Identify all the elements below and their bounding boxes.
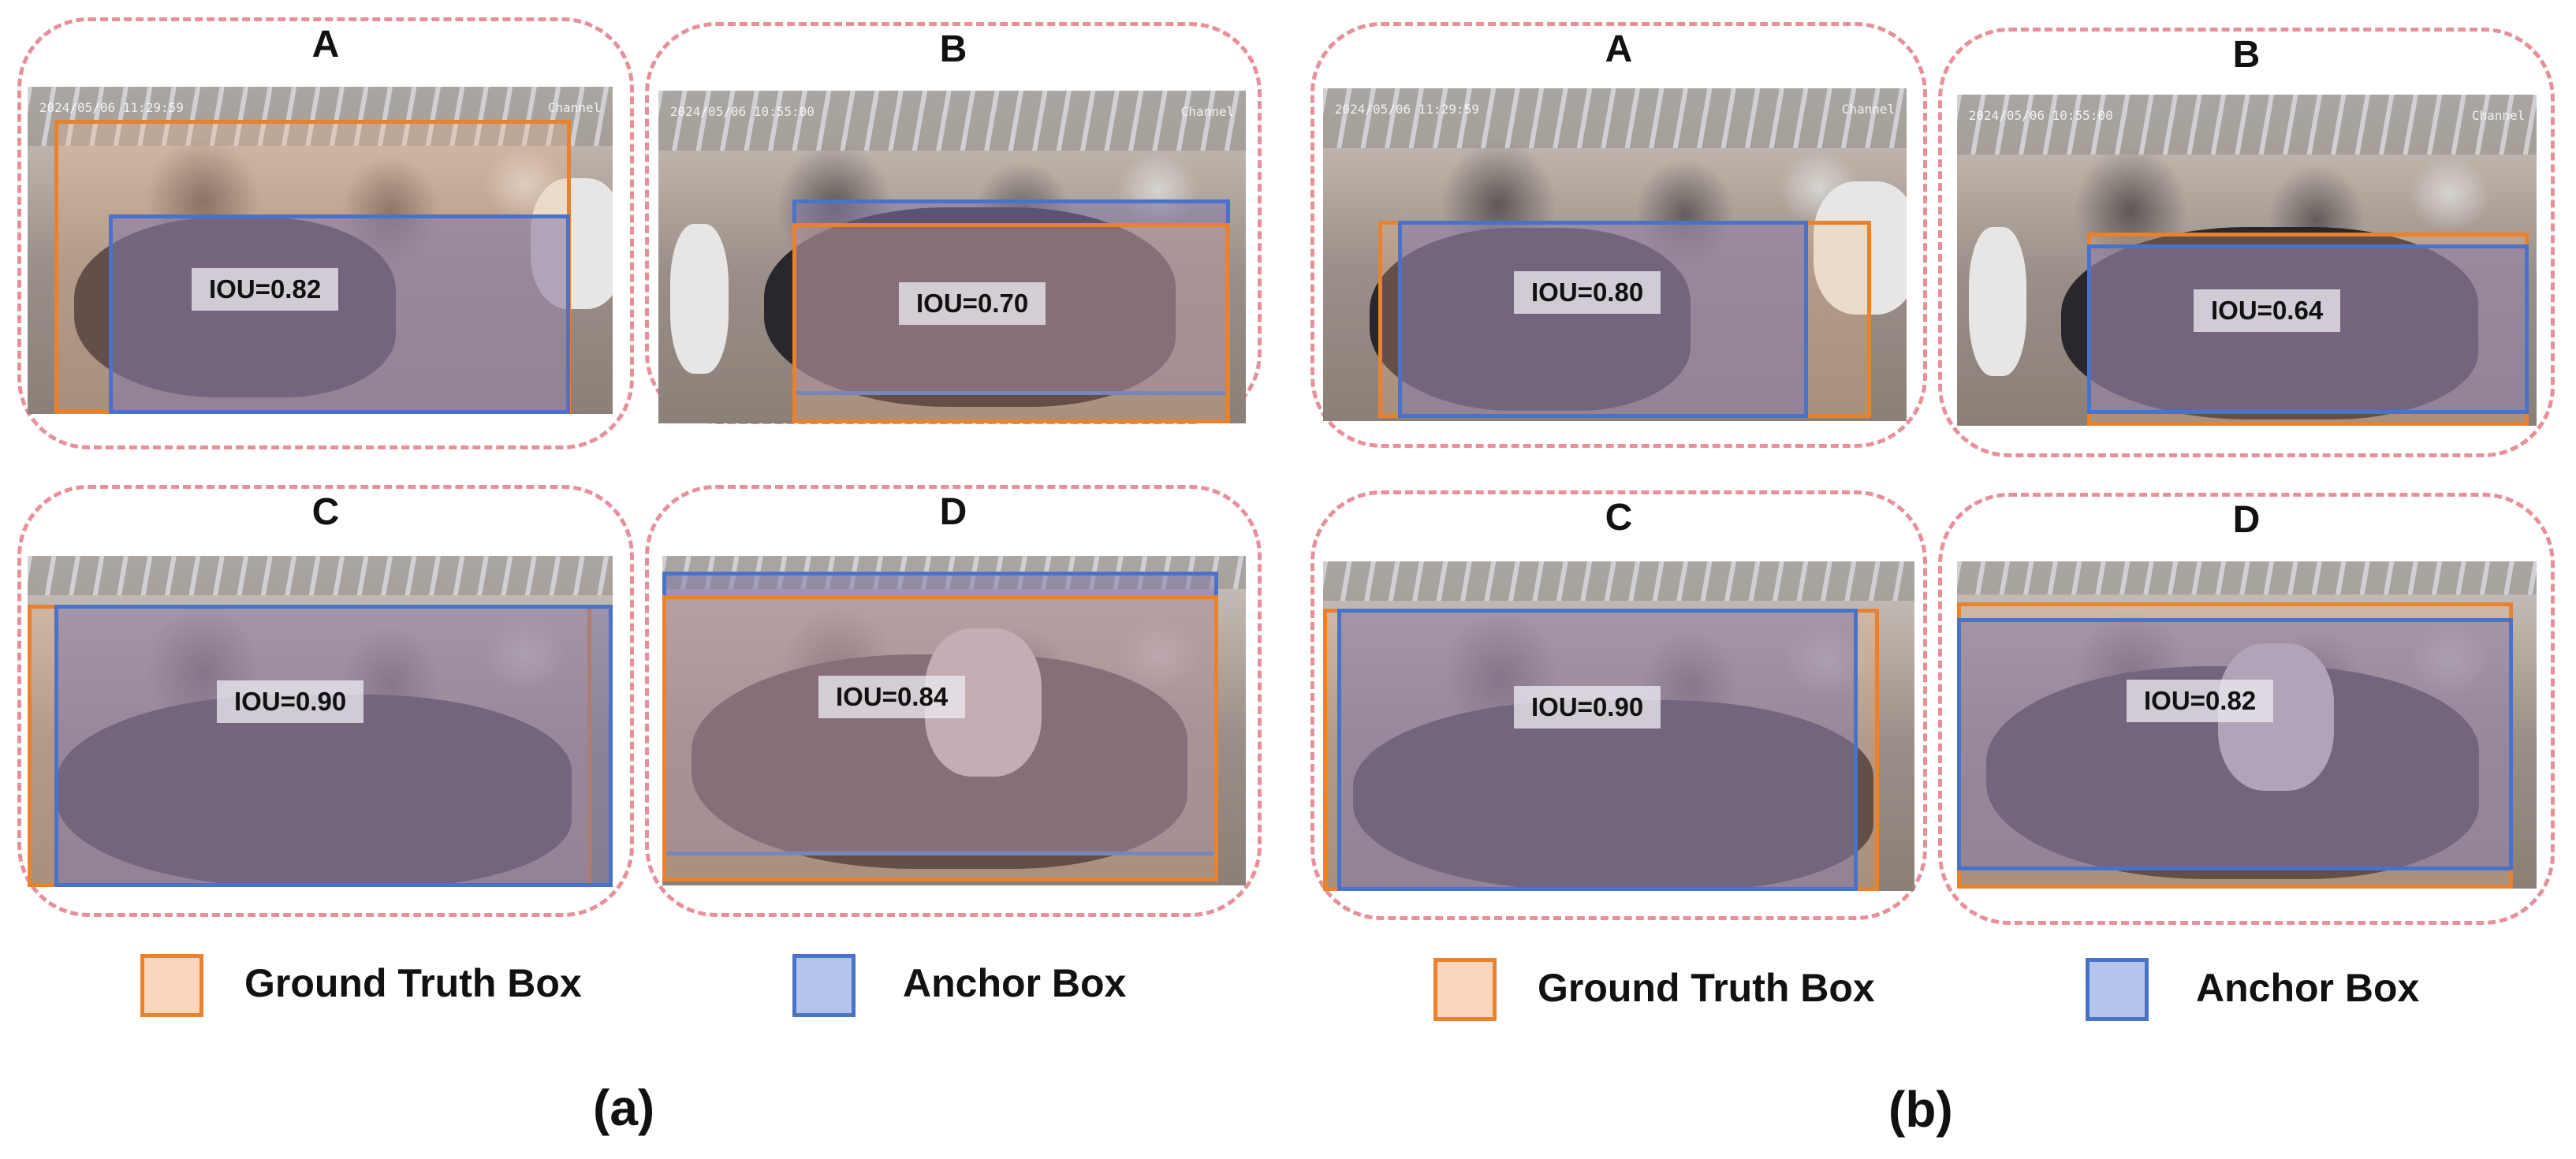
iou-label: IOU=0.90 — [217, 680, 364, 723]
panel-label: B — [2232, 34, 2261, 76]
anchor-box — [1957, 618, 2513, 870]
iou-label: IOU=0.80 — [1514, 271, 1661, 314]
anchor-box — [2087, 244, 2529, 414]
panel-label: A — [311, 24, 340, 65]
cow-photo: 2024/05/06 11:29:59 Channel IOU=0.82 — [28, 87, 613, 414]
iou-label: IOU=0.82 — [192, 268, 339, 311]
panel-d: D — [645, 485, 1262, 917]
figure-a: A 2024/05/06 11:29:59 Channel IOU=0.82 B… — [17, 17, 1262, 1136]
ground-truth-box — [662, 595, 1218, 881]
cow-photo: IOU=0.90 — [1323, 561, 1914, 891]
panel-label: C — [311, 491, 340, 533]
iou-label: IOU=0.82 — [2127, 680, 2274, 722]
cow-photo: IOU=0.82 — [1957, 561, 2537, 889]
panel-a: A — [1310, 22, 1927, 448]
cow-photo: 2024/05/06 11:29:59 Channel IOU=0.80 — [1323, 88, 1907, 421]
timestamp: 2024/05/06 10:55:00 — [669, 103, 815, 119]
timestamp: 2024/05/06 10:55:00 — [1968, 107, 2113, 123]
panel-d: D — [1938, 493, 2555, 925]
timestamp: 2024/05/06 11:29:59 — [1334, 101, 1479, 117]
iou-label: IOU=0.70 — [899, 282, 1046, 325]
anchor-legend-label: Anchor Box — [2196, 966, 2420, 1010]
panel-label: D — [2232, 499, 2261, 541]
anchor-legend-label: Anchor Box — [903, 961, 1127, 1005]
anchor-legend-swatch — [792, 954, 856, 1017]
cow-photo: IOU=0.84 — [662, 556, 1246, 885]
ground-truth-legend-label: Ground Truth Box — [244, 961, 582, 1005]
ground-truth-legend-swatch — [1433, 958, 1497, 1021]
anchor-box — [1337, 609, 1858, 891]
panel-c: C — [1310, 490, 1927, 920]
figure-caption: (a) — [593, 1079, 655, 1136]
iou-label: IOU=0.84 — [818, 676, 966, 718]
anchor-box — [109, 214, 570, 414]
channel-label: Channel — [2471, 107, 2526, 123]
channel-label: Channel — [1841, 101, 1896, 117]
timestamp: 2024/05/06 11:29:59 — [39, 99, 184, 115]
channel-label: Channel — [1180, 103, 1235, 119]
channel-label: Channel — [547, 99, 602, 115]
cow-photo: IOU=0.90 — [28, 556, 613, 887]
panel-a: A — [17, 17, 634, 449]
panel-label: A — [1605, 28, 1633, 70]
panel-b: B — [1938, 28, 2555, 457]
anchor-legend-swatch — [2086, 958, 2149, 1021]
panel-label: C — [1605, 497, 1633, 539]
iou-label: IOU=0.90 — [1514, 686, 1661, 729]
ground-truth-legend-label: Ground Truth Box — [1538, 966, 1875, 1010]
ground-truth-legend-swatch — [140, 954, 203, 1017]
panel-label: B — [939, 28, 967, 70]
iou-label: IOU=0.64 — [2194, 289, 2341, 332]
cow-photo: 2024/05/06 10:55:00 Channel IOU=0.64 — [1957, 95, 2537, 426]
panel-label: D — [939, 491, 967, 533]
figure-caption: (b) — [1888, 1081, 1953, 1138]
cow-photo: 2024/05/06 10:55:00 Channel IOU=0.70 — [658, 91, 1246, 423]
panel-c: C — [17, 485, 634, 917]
figure-b: A 2024/05/06 11:29:59 Channel IOU=0.80 B… — [1293, 0, 2576, 1159]
anchor-box — [1398, 221, 1808, 418]
anchor-box — [54, 605, 613, 887]
